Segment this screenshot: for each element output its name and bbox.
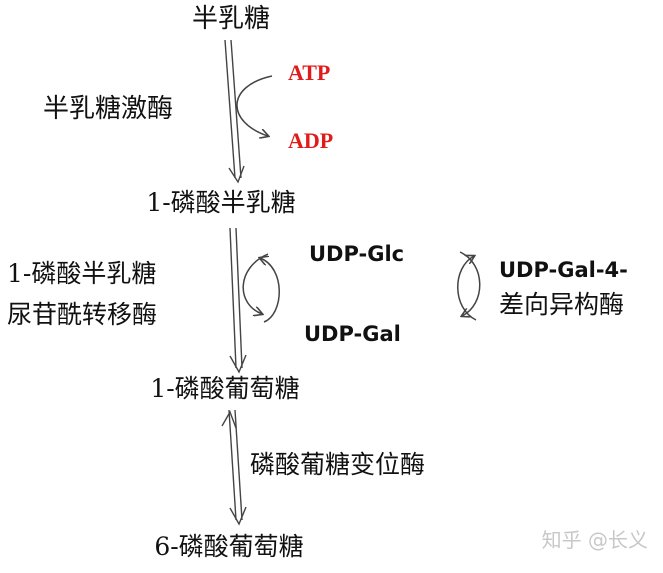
phosphoglucomutase-label: 磷酸葡糖变位酶: [250, 450, 425, 479]
udp-glc-label: UDP-Glc: [309, 242, 404, 266]
step3-reaction-arrow: [221, 409, 247, 526]
galactokinase-label: 半乳糖激酶: [43, 94, 173, 124]
epimerase-label-line2: 差向异构酶: [499, 290, 624, 319]
galt-label-line1: 1-磷酸半乳糖: [7, 259, 156, 288]
udp-glc-consumption-arrow: [242, 253, 269, 314]
watermark-text: 知乎 @长义: [542, 528, 648, 552]
galactose-1-phosphate-label: 1-磷酸半乳糖: [146, 188, 295, 217]
epimerase-label-line1: UDP-Gal-4-: [499, 258, 628, 282]
udp-gal-release-arrow: [260, 258, 280, 323]
atp-label: ATP: [288, 60, 330, 85]
step2-reaction-arrow: [229, 227, 247, 374]
step1-reaction-arrow: [224, 39, 245, 184]
epimerase-reverse-arrow: [457, 256, 477, 321]
galactose-label: 半乳糖: [192, 4, 270, 34]
adp-label: ADP: [288, 128, 333, 153]
glucose-6-phosphate-label: 6-磷酸葡萄糖: [154, 532, 303, 561]
galt-label-line2: 尿苷酰转移酶: [7, 300, 157, 329]
atp-adp-curved-arrow: [236, 75, 273, 136]
udp-gal-label: UDP-Gal: [304, 322, 401, 346]
glucose-1-phosphate-label: 1-磷酸葡萄糖: [150, 374, 299, 403]
